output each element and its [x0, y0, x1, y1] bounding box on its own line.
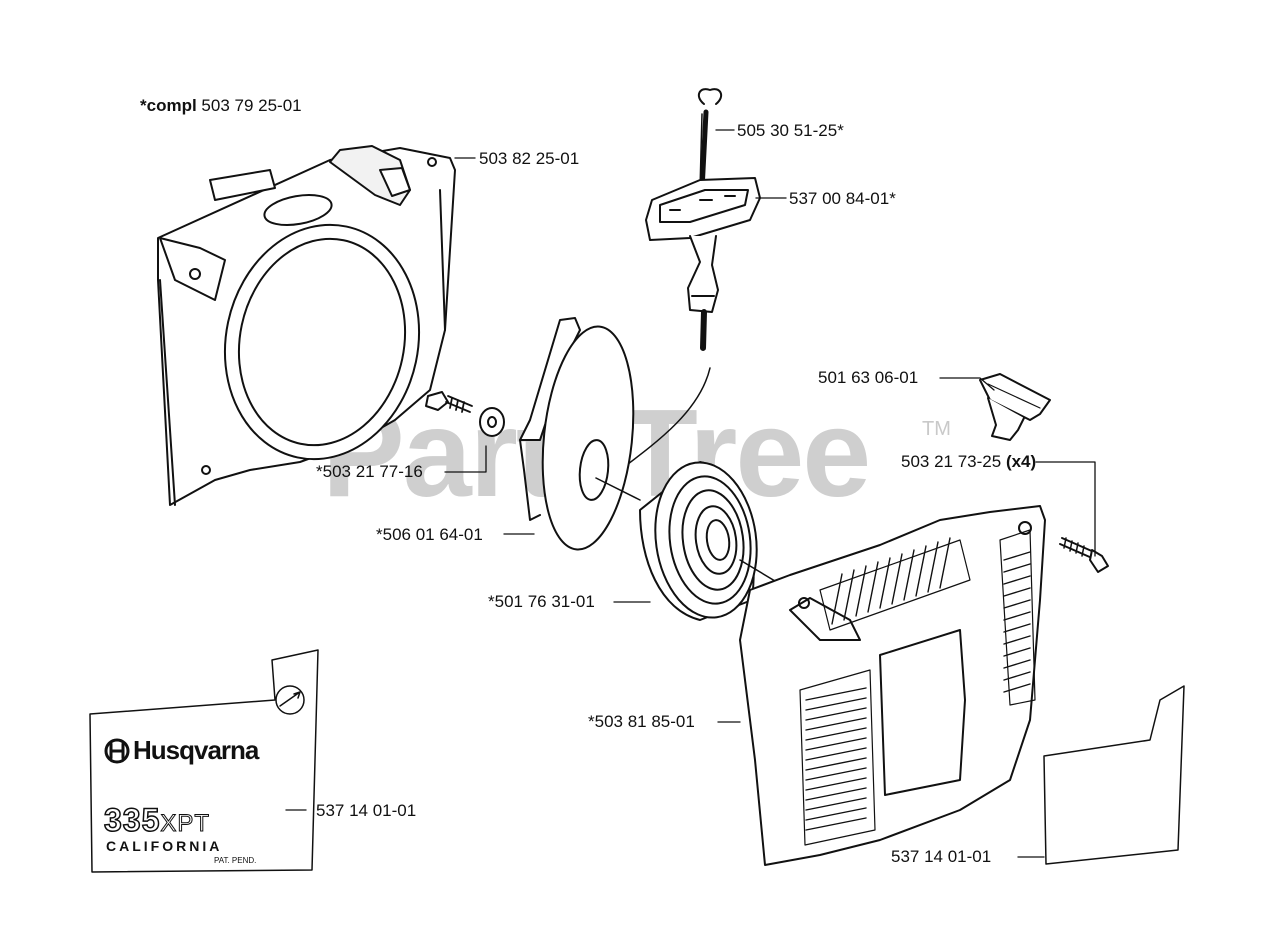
- label-housing-screw: 503 21 73-25 (x4): [901, 452, 1036, 472]
- label-spring-cassette: *501 76 31-01: [488, 592, 595, 611]
- vent-slat: [805, 717, 867, 731]
- label-handle-pin: 505 30 51-25*: [737, 121, 844, 140]
- starter-handle-part: [645, 177, 761, 351]
- handle-pin-part: [697, 88, 723, 193]
- vent-slat: [1003, 599, 1031, 609]
- vent-slat: [1003, 575, 1031, 585]
- label-pulley: *506 01 64-01: [376, 525, 483, 544]
- vent-slat: [805, 807, 867, 821]
- vent-slat: [1003, 563, 1031, 573]
- decal-patent: PAT. PEND.: [214, 856, 257, 865]
- vent-slat: [805, 757, 867, 771]
- starter-rope: [619, 367, 711, 471]
- vent-slat: [891, 553, 903, 605]
- leader-lines: [285, 129, 1096, 858]
- vent-slat: [867, 561, 879, 613]
- label-housing-screw-number: 503 21 73-25: [901, 452, 1002, 471]
- trademark-mark: TM: [922, 418, 951, 440]
- decal-sheet-right: [1043, 685, 1185, 865]
- vent-slat: [1003, 671, 1031, 681]
- decal-model-suffix: XPT: [160, 810, 211, 837]
- vent-slat: [939, 537, 951, 589]
- vent-slat: [1003, 623, 1031, 633]
- label-compl-prefix: *compl: [140, 96, 197, 115]
- center-screw-part: [425, 391, 505, 437]
- label-compl: *compl 503 79 25-01: [140, 96, 302, 116]
- vent-slat: [1003, 647, 1031, 657]
- label-air-valve: 501 63 06-01: [818, 368, 919, 387]
- vent-slat: [831, 573, 843, 625]
- vent-slat: [805, 797, 867, 811]
- vent-slat: [1003, 611, 1031, 621]
- label-fan-housing: 503 82 25-01: [479, 149, 580, 168]
- label-starter-housing: *503 81 85-01: [588, 712, 695, 731]
- vent-slat: [1003, 635, 1031, 645]
- vent-slat: [1003, 659, 1031, 669]
- vent-slat: [805, 777, 867, 791]
- label-compl-number: 503 79 25-01: [201, 96, 302, 115]
- vent-slat: [805, 707, 867, 721]
- vent-slat: [805, 727, 867, 741]
- housing-vent-slats: [805, 537, 1031, 831]
- fan-housing-part: [157, 145, 456, 506]
- husqvarna-logo-icon: [104, 738, 130, 764]
- vent-slat: [805, 817, 867, 831]
- label-housing-screw-qty: (x4): [1005, 452, 1037, 471]
- decal-sheet-left: [89, 649, 319, 873]
- vent-slat: [805, 787, 867, 801]
- starter-housing-part: [739, 505, 1046, 866]
- vent-slat: [855, 565, 867, 617]
- label-center-screw: *503 21 77-16: [316, 462, 423, 481]
- label-decal-right: 537 14 01-01: [891, 847, 992, 866]
- decal-region: CALIFORNIA: [106, 838, 223, 854]
- vent-slat: [805, 767, 867, 781]
- decal-model-number: 335: [103, 802, 161, 838]
- decal-brand: Husqvarna: [133, 735, 259, 765]
- vent-slat: [903, 549, 915, 601]
- air-direction-icon: [275, 685, 305, 715]
- vent-slat: [843, 569, 855, 621]
- label-starter-handle: 537 00 84-01*: [789, 189, 896, 208]
- vent-slat: [927, 541, 939, 593]
- vent-slat: [1003, 551, 1031, 561]
- vent-slat: [805, 697, 867, 711]
- housing-screw-part: [1059, 537, 1109, 573]
- decal-model: 335XPT: [103, 802, 211, 838]
- vent-slat: [805, 687, 867, 701]
- vent-slat: [879, 557, 891, 609]
- air-valve-part: [979, 373, 1051, 441]
- vent-slat: [1003, 683, 1031, 693]
- vent-slat: [915, 545, 927, 597]
- spring-cassette-part: [639, 461, 791, 621]
- vent-slat: [805, 747, 867, 761]
- pulley-part: [519, 317, 641, 551]
- vent-slat: [1003, 587, 1031, 597]
- label-decal-left: 537 14 01-01: [316, 801, 417, 820]
- vent-slat: [805, 737, 867, 751]
